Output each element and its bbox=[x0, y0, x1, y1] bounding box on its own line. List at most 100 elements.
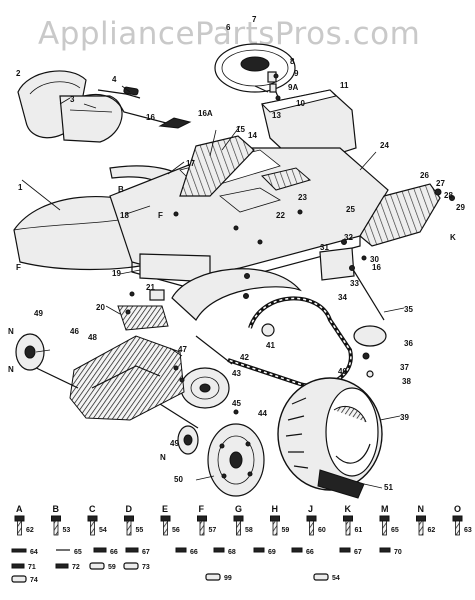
small-part-69: 69 bbox=[268, 549, 276, 556]
callout-7: 7 bbox=[252, 15, 257, 24]
small-part-65: 65 bbox=[74, 549, 82, 556]
hardware-item: N62 bbox=[416, 504, 436, 536]
hardware-number: 61 bbox=[355, 527, 363, 534]
drive-belt bbox=[227, 297, 352, 387]
bolt-icon bbox=[379, 515, 390, 522]
hardware-letter: O bbox=[454, 504, 461, 514]
hardware-item: H59 bbox=[270, 504, 290, 536]
hardware-item: D 55 bbox=[124, 504, 144, 536]
callout-21: 21 bbox=[146, 283, 155, 292]
hardware-item: F57 bbox=[197, 504, 217, 536]
steering-wheel bbox=[214, 43, 296, 93]
wheel-rim bbox=[207, 423, 265, 497]
callout-28: 28 bbox=[444, 191, 453, 200]
small-part-66-second: 66 bbox=[190, 549, 198, 556]
small-part-66-third: 66 bbox=[306, 549, 314, 556]
bolt-icon bbox=[14, 515, 25, 522]
small-part-68: 68 bbox=[228, 549, 236, 556]
callout-16-upper: 16 bbox=[146, 113, 155, 122]
callout-37: 37 bbox=[400, 363, 409, 372]
small-part-73: 73 bbox=[142, 564, 150, 571]
hardware-number: 62 bbox=[428, 527, 436, 534]
bolt-icon bbox=[452, 515, 463, 522]
callout-11: 11 bbox=[340, 81, 349, 90]
bolt-28 bbox=[434, 188, 442, 196]
callout-9: 9 bbox=[294, 69, 299, 78]
callout-32: 32 bbox=[344, 233, 353, 242]
bolt-icon bbox=[51, 515, 61, 522]
hardware-letter: G bbox=[235, 504, 242, 514]
bolt-icon bbox=[233, 515, 244, 522]
callout-9a: 9A bbox=[288, 83, 298, 92]
callout-K: K bbox=[450, 233, 456, 242]
callout-14: 14 bbox=[248, 131, 257, 140]
callout-30: 30 bbox=[370, 255, 379, 264]
callout-23: 23 bbox=[298, 193, 307, 202]
hardware-item: G58 bbox=[233, 504, 253, 536]
bolt-icon bbox=[343, 515, 353, 522]
callout-F-left: F bbox=[16, 263, 21, 272]
hardware-item: B53 bbox=[51, 504, 71, 536]
callout-26: 26 bbox=[420, 171, 429, 180]
small-part-71: 71 bbox=[28, 564, 36, 571]
seat bbox=[17, 70, 123, 143]
small-part-99: 99 bbox=[224, 575, 232, 582]
callout-46: 46 bbox=[70, 327, 79, 336]
callout-36: 36 bbox=[404, 339, 413, 348]
callout-16A: 16A bbox=[198, 109, 213, 118]
hardware-letter: D bbox=[126, 504, 133, 514]
small-part-67-second: 67 bbox=[354, 549, 362, 556]
callout-42: 42 bbox=[240, 353, 249, 362]
callout-15: 15 bbox=[236, 125, 245, 134]
callout-34: 34 bbox=[338, 293, 347, 302]
callout-16-lower: 16 bbox=[372, 263, 381, 272]
callout-33: 33 bbox=[350, 279, 359, 288]
callout-24: 24 bbox=[380, 141, 389, 150]
small-parts: 64 65 66 67 66 68 69 66 67 70 71 72 59 7… bbox=[11, 547, 402, 584]
hardware-item: E56 bbox=[160, 504, 180, 536]
hitch-bracket bbox=[117, 305, 169, 331]
callout-17: 17 bbox=[186, 159, 195, 168]
callout-6: 6 bbox=[226, 23, 231, 32]
callout-F-mid: F bbox=[158, 211, 163, 220]
callout-N-hub: N bbox=[160, 453, 166, 462]
callout-49-right: 49 bbox=[170, 439, 179, 448]
bolt-icon bbox=[87, 515, 98, 522]
small-part-66: 66 bbox=[110, 549, 118, 556]
hardware-item: J60 bbox=[306, 504, 326, 536]
hardware-number: 53 bbox=[63, 527, 71, 534]
callout-40: 40 bbox=[338, 367, 347, 376]
bolt-icon bbox=[197, 515, 207, 522]
callout-38: 38 bbox=[402, 377, 411, 386]
callout-2: 2 bbox=[16, 69, 21, 78]
hardware-letter: K bbox=[345, 504, 352, 514]
small-part-67: 67 bbox=[142, 549, 150, 556]
dash-console bbox=[260, 89, 357, 167]
left-hub bbox=[15, 333, 45, 371]
callout-49-left: 49 bbox=[34, 309, 43, 318]
drive-pulley bbox=[180, 367, 230, 409]
small-part-59: 59 bbox=[108, 564, 116, 571]
callout-50: 50 bbox=[174, 475, 183, 484]
small-part-70: 70 bbox=[394, 549, 402, 556]
right-hub bbox=[177, 425, 199, 455]
clip-21 bbox=[149, 289, 165, 301]
wheel-weight bbox=[317, 469, 365, 499]
floor-mat bbox=[261, 167, 312, 191]
callout-39: 39 bbox=[400, 413, 409, 422]
bolt-icon bbox=[160, 515, 171, 522]
hardware-number: 55 bbox=[136, 527, 144, 534]
callout-35: 35 bbox=[404, 305, 413, 314]
right-footrest bbox=[359, 183, 441, 247]
bolt-icon bbox=[124, 515, 134, 522]
hardware-number: 62 bbox=[26, 527, 34, 534]
callout-29: 29 bbox=[456, 203, 465, 212]
hardware-number: 57 bbox=[209, 527, 217, 534]
wheel-fender bbox=[171, 268, 302, 321]
hardware-number: 59 bbox=[282, 527, 290, 534]
idler-pulley bbox=[353, 325, 387, 347]
hardware-number: 63 bbox=[464, 527, 472, 534]
callout-19: 19 bbox=[112, 269, 121, 278]
